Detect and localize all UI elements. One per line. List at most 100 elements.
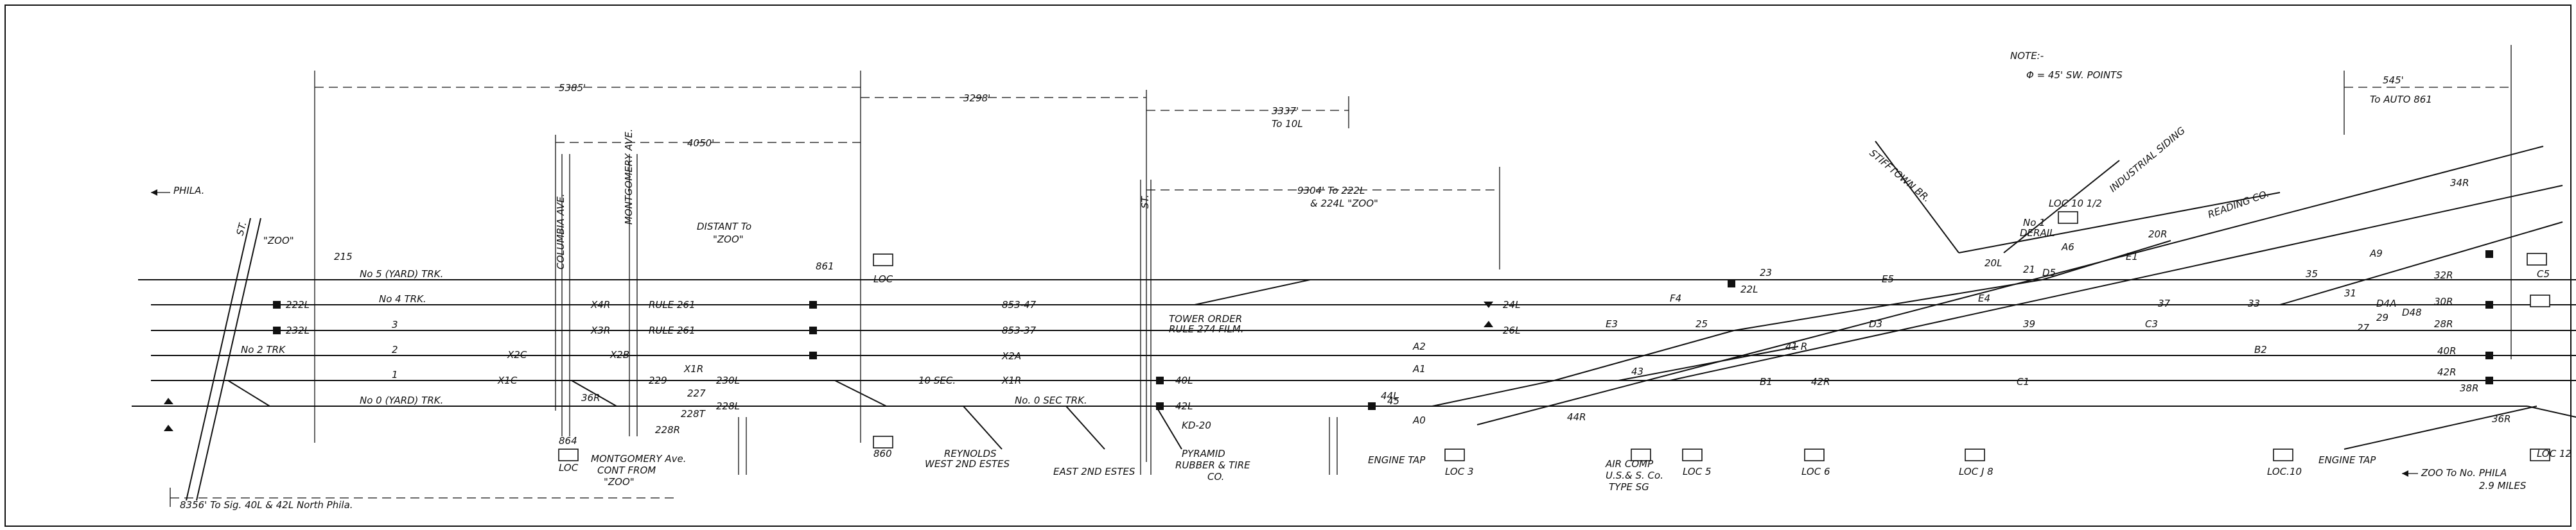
- signal-232l: [273, 327, 281, 334]
- place-stifftown: STIFFTOWN BR.: [1867, 147, 1932, 204]
- note-title: NOTE:-: [2010, 50, 2044, 62]
- signal-42r: [2485, 377, 2493, 384]
- note-line: Φ = 45' SW. POINTS: [2026, 69, 2123, 81]
- left-leads: [186, 218, 261, 501]
- label-loc8: LOC J 8: [1959, 466, 1993, 477]
- label-d5: D5: [2042, 267, 2056, 278]
- label-10sec: 10 SEC.: [918, 375, 956, 386]
- label-x4r: X4R: [590, 299, 610, 311]
- label-864: 864: [559, 435, 577, 447]
- label-227: 227: [687, 388, 706, 399]
- label-229: 229: [649, 375, 667, 386]
- branch-industrial: [2003, 160, 2120, 253]
- label-e3: E3: [1606, 318, 1618, 330]
- label-loc-864: LOC: [559, 462, 579, 474]
- label-32r: 32R: [2434, 269, 2453, 281]
- label-861: 861: [816, 261, 834, 272]
- place-industrial: INDUSTRIAL SIDING: [2107, 124, 2187, 194]
- branch-x1c: [227, 380, 270, 407]
- place-engine-tap-2: ENGINE TAP: [2318, 454, 2376, 466]
- track-label-no2-left: No 2 TRK: [241, 344, 286, 355]
- place-aircomp-3: TYPE SG: [1609, 481, 1649, 493]
- signal-24l: [1484, 302, 1493, 308]
- loc-box-10: [2273, 449, 2293, 461]
- label-e5: E5: [1882, 273, 1894, 285]
- label-e4: E4: [1978, 293, 1990, 304]
- track-label-no1: 1: [392, 369, 398, 380]
- dim-label-545: 545': [2383, 74, 2404, 86]
- loc-box-864: [558, 449, 579, 461]
- dim-label-545-sub: To AUTO 861: [2370, 94, 2432, 105]
- label-loc3: LOC 3: [1445, 466, 1474, 477]
- label-c1: C1: [2017, 376, 2029, 388]
- label-a1: A1: [1412, 363, 1426, 375]
- label-x2c: X2C: [507, 349, 527, 361]
- branch-f4: [1194, 279, 1311, 305]
- label-a6: A6: [2061, 241, 2074, 253]
- branch-lower-exit: [2344, 406, 2537, 450]
- label-29: 29: [2376, 312, 2388, 323]
- place-cont-zoo: "ZOO": [604, 476, 635, 488]
- label-43: 43: [1631, 366, 1643, 377]
- place-aircomp: AIR COMP: [1605, 458, 1654, 470]
- dim-label-3298: 3298': [963, 92, 990, 104]
- label-34r: 34R: [2450, 177, 2469, 189]
- left-lead-2: [196, 218, 261, 501]
- label-37: 37: [2158, 298, 2171, 309]
- place-phila: PHILA.: [173, 185, 204, 196]
- branch-c1-up: [1669, 185, 2563, 381]
- place-columbia: COLUMBIA AVE.: [555, 194, 566, 269]
- bumper-1: [164, 398, 173, 404]
- label-27: 27: [2357, 322, 2370, 334]
- label-36r2: 36R: [2492, 413, 2511, 425]
- label-c3: C3: [2145, 318, 2158, 330]
- label-loc-861: LOC: [873, 273, 893, 285]
- label-loc12: LOC 12: [2537, 448, 2572, 459]
- branch-east2nd: [1065, 406, 1105, 450]
- branch-x1r: [571, 380, 617, 407]
- place-st-left: ST.: [234, 220, 249, 237]
- branch-stifftown: [1875, 141, 1959, 253]
- place-no1: No 1: [2023, 217, 2046, 228]
- branch-a0: [1432, 380, 1555, 407]
- signal-42l: [1156, 402, 1164, 410]
- signal-40l: [1156, 377, 1164, 384]
- label-853-37: 853-37: [1002, 325, 1037, 336]
- loc-box-12: [2530, 449, 2550, 461]
- label-21: 21: [2023, 264, 2035, 275]
- dim-label-3337: 3337': [1272, 105, 1299, 117]
- label-b1: B1: [1760, 376, 1773, 388]
- branch-pyramid: [1155, 406, 1182, 450]
- dim-label-4050: 4050': [687, 137, 714, 149]
- bumper-2: [164, 425, 173, 431]
- label-38r: 38R: [2460, 382, 2479, 394]
- label-23: 23: [1760, 267, 1772, 278]
- signal-44l: [1368, 402, 1376, 410]
- label-228l: 228L: [716, 400, 740, 412]
- place-st-mid: ST.: [1139, 194, 1151, 209]
- loc-box-11: [2530, 295, 2550, 307]
- signal-222l: [273, 301, 281, 309]
- place-miles: 2.9 MILES: [2479, 480, 2527, 492]
- place-mont-ave: MONTGOMERY Ave.: [591, 453, 686, 465]
- label-loc10: LOC.10: [2267, 466, 2302, 477]
- label-31: 31: [2344, 287, 2356, 299]
- label-42r: 42R: [1811, 376, 1830, 388]
- branch-c5: [2279, 221, 2563, 305]
- label-loc105: LOC 10 1/2: [2049, 198, 2102, 209]
- branch-reading: [1958, 192, 2281, 253]
- label-42r2: 42R: [2437, 366, 2457, 378]
- branch-43: [1618, 346, 1799, 381]
- place-zoo-phila: ZOO To No. PHILA: [2421, 467, 2507, 479]
- place-west2nd: WEST 2ND ESTES: [925, 458, 1010, 470]
- label-42l: 42L: [1175, 400, 1193, 412]
- label-853-47: 853-47: [1002, 299, 1037, 311]
- loc-box-105: [2527, 253, 2547, 266]
- branch-d3: [1733, 279, 2043, 331]
- label-30r: 30R: [2434, 296, 2453, 307]
- label-a9: A9: [2369, 248, 2383, 259]
- label-b2: B2: [2254, 344, 2267, 355]
- place-pyramid-2: RUBBER & TIRE: [1175, 459, 1250, 471]
- loc-box-860: [873, 436, 893, 449]
- place-tower-order: TOWER ORDER: [1169, 313, 1242, 325]
